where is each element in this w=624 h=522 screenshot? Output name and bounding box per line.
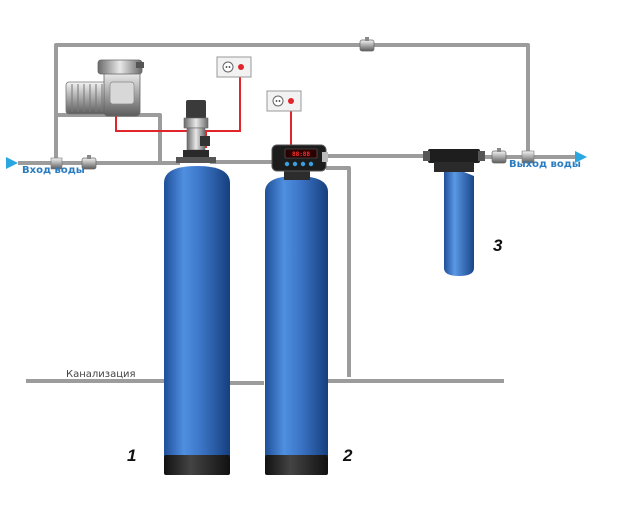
aeration-valve <box>176 100 216 163</box>
tank-2 <box>265 168 328 475</box>
compressor-wire <box>115 71 241 132</box>
outlet-arrow-icon <box>575 151 587 163</box>
air-compressor <box>65 59 144 117</box>
tank-1-number: 1 <box>127 446 136 465</box>
inlet-tee <box>50 157 63 170</box>
bypass-valve <box>359 37 375 52</box>
controller-display: 88:88 <box>292 151 310 158</box>
controller-button-1[interactable] <box>284 161 290 167</box>
filter-3-number: 3 <box>493 236 503 255</box>
water-in-label: Вход воды <box>22 165 85 176</box>
tank-1 <box>164 166 230 475</box>
outlet-valve <box>491 148 507 164</box>
cartridge-filter <box>423 149 485 276</box>
controller-button-2[interactable] <box>292 161 298 167</box>
inlet-valve <box>81 155 97 170</box>
power-outlet-1 <box>216 56 252 78</box>
tank-2-number: 2 <box>342 446 353 465</box>
controller-button-4[interactable] <box>308 161 314 167</box>
sewer-label: Канализация <box>66 369 136 380</box>
drain-pipe <box>326 166 351 377</box>
water-out-label: Выход воды <box>509 159 581 170</box>
outlet-tee <box>521 150 535 164</box>
bypass-pipe <box>54 43 530 163</box>
controller-button-3[interactable] <box>300 161 306 167</box>
compressor-loop-pipe <box>56 113 162 163</box>
inlet-arrow-icon <box>6 157 18 169</box>
control-valve: 88:88 <box>271 144 328 172</box>
power-outlet-2 <box>266 90 302 112</box>
